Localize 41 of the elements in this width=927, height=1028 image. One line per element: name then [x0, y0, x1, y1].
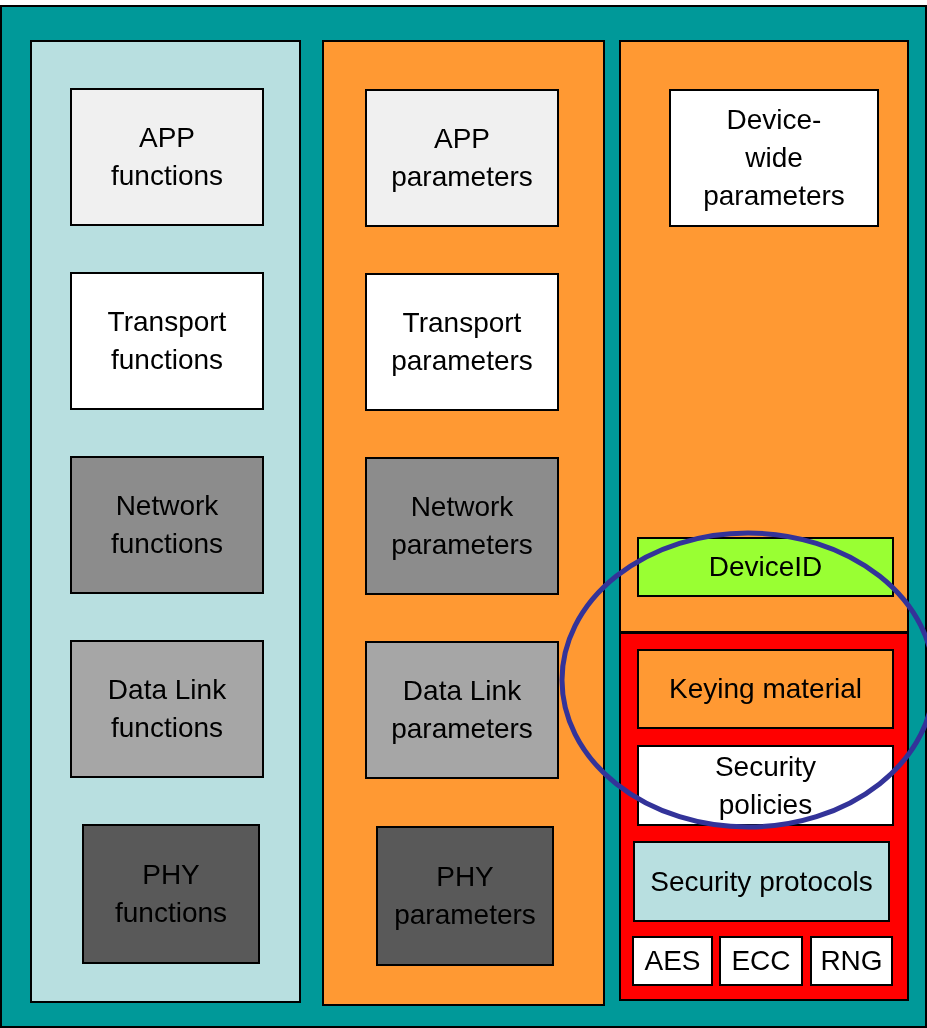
- box-label: APP parameters: [390, 122, 534, 194]
- layer-box: [70, 88, 264, 226]
- layer-box: [365, 273, 559, 411]
- frame-background: [0, 5, 927, 1028]
- box-label: PHY parameters: [393, 860, 537, 932]
- algorithm-box: [719, 936, 803, 986]
- layer-box: [82, 824, 260, 964]
- layer-box: [376, 826, 554, 966]
- box-label: RNG: [819, 944, 884, 978]
- box-label: PHY functions: [113, 858, 229, 930]
- parameter-box: [637, 649, 894, 729]
- column-panel: [322, 40, 605, 1006]
- box-label: Network parameters: [390, 490, 534, 562]
- protocol-box: [633, 841, 890, 922]
- security-panel: [619, 632, 909, 1001]
- parameter-box: [669, 89, 879, 227]
- parameter-box: [637, 745, 894, 826]
- layer-box: [365, 457, 559, 595]
- layer-box: [70, 272, 264, 410]
- box-label: Transport functions: [106, 305, 228, 377]
- box-label: Transport parameters: [390, 306, 534, 378]
- algorithm-box: [810, 936, 893, 986]
- box-label: Security protocols: [649, 864, 874, 899]
- box-label: Network functions: [109, 489, 225, 561]
- layer-box: [365, 89, 559, 227]
- box-label: AES: [643, 944, 702, 978]
- box-label: Device-wide parameters: [702, 103, 846, 213]
- box-label: ECC: [730, 944, 792, 978]
- algorithm-box: [632, 936, 713, 986]
- box-label: DeviceID: [707, 550, 824, 584]
- box-label: Data Link parameters: [390, 674, 534, 746]
- layer-box: [70, 456, 264, 594]
- layer-box: [365, 641, 559, 779]
- id-box: [637, 537, 894, 597]
- column-panel: [619, 40, 909, 633]
- layer-box: [70, 640, 264, 778]
- box-label: Security policies: [713, 749, 818, 822]
- column-panel: [30, 40, 301, 1003]
- box-label: Data Link functions: [106, 673, 228, 745]
- box-label: APP functions: [109, 121, 225, 193]
- box-label: Keying material: [668, 672, 863, 706]
